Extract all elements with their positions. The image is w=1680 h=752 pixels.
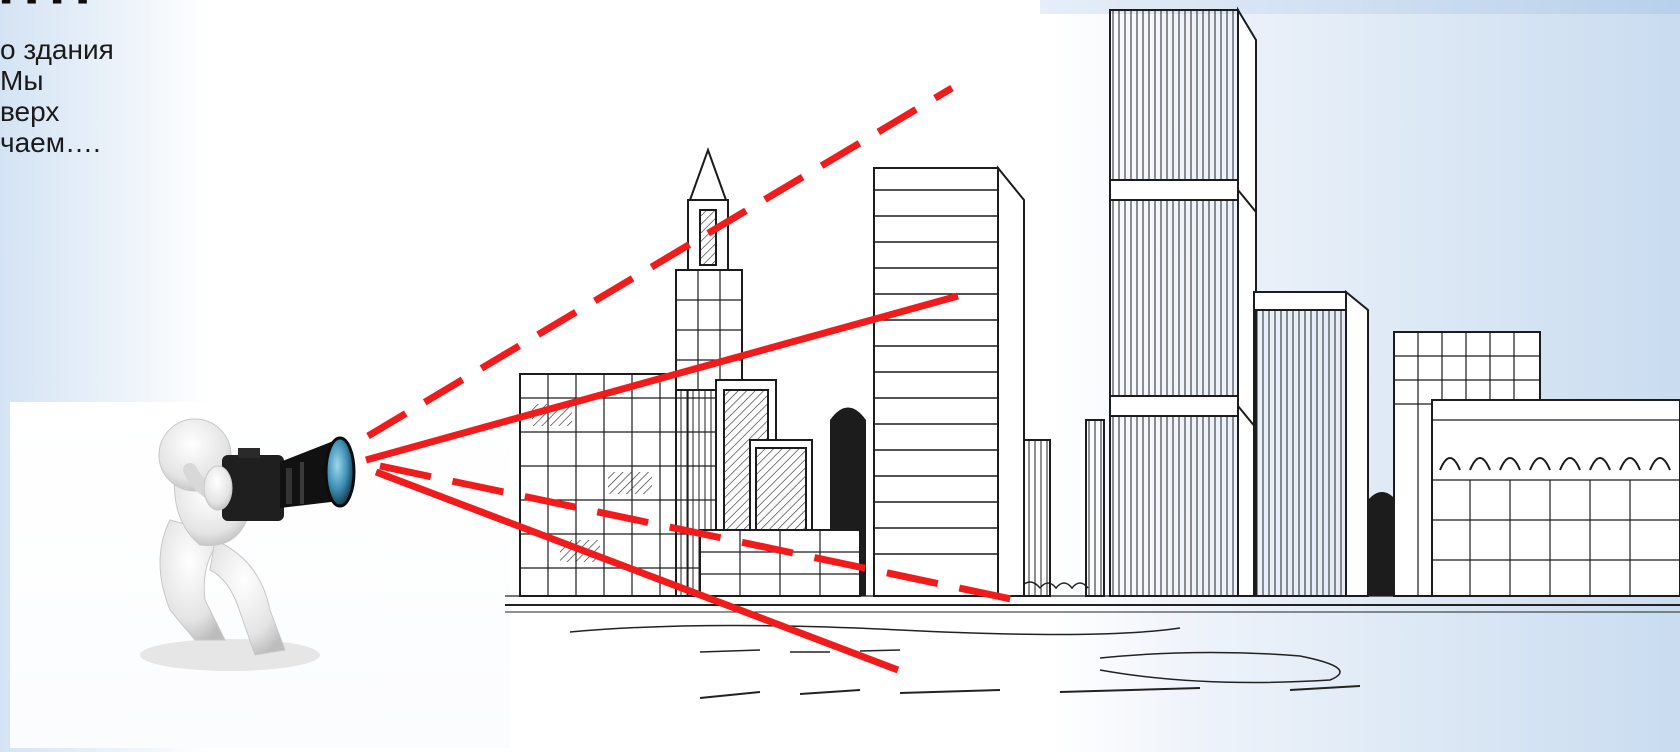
building-right-grid <box>1393 331 1680 597</box>
sight-line-dashed-lower <box>379 462 1017 604</box>
sight-line-solid-upper <box>365 292 959 464</box>
building-spire-tower <box>675 147 813 597</box>
body-line-3: верх <box>0 96 60 127</box>
ground-sketch <box>505 581 1680 699</box>
body-line-1: о здания <box>0 34 114 65</box>
building-middle-block <box>873 165 1105 597</box>
building-tallest-tower <box>1109 6 1257 597</box>
building-right-middle <box>1253 289 1369 597</box>
slide-body-text: о здания Мы верх чаем…. <box>0 34 210 158</box>
body-line-2: Мы <box>0 65 44 96</box>
slide-title-fragment: ▪ ▪ ▪ ▪ <box>0 0 91 19</box>
sight-line-dashed-upper <box>366 84 954 440</box>
sight-line-solid-lower <box>374 468 900 674</box>
building-dark-right <box>1368 492 1396 596</box>
photographer-figure <box>140 418 356 671</box>
body-line-4: чаем…. <box>0 127 101 158</box>
sight-lines <box>365 84 1017 674</box>
